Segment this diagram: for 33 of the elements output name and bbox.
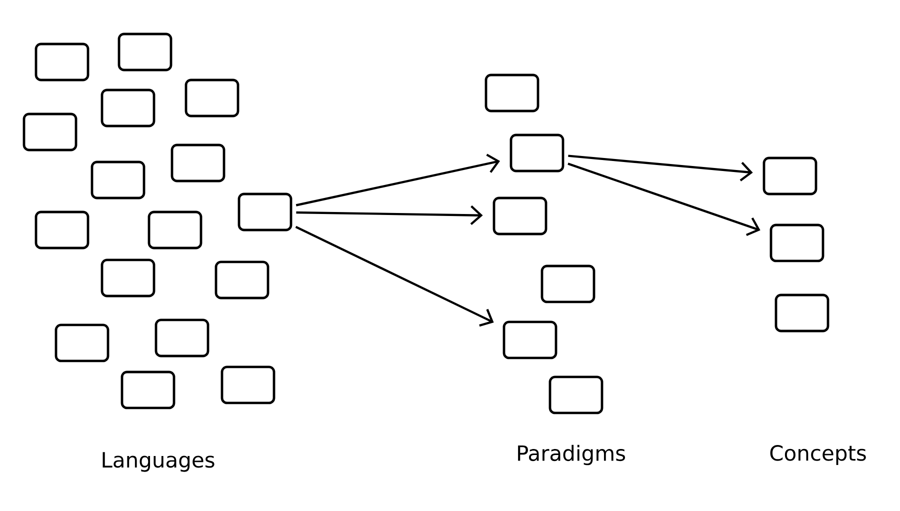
empty-box — [484, 74, 540, 112]
arrow — [296, 205, 483, 226]
empty-box — [22, 112, 78, 152]
arrow — [568, 154, 753, 182]
empty-box — [118, 32, 172, 72]
empty-box — [100, 88, 156, 128]
empty-box — [170, 144, 226, 182]
arrow — [568, 162, 760, 236]
empty-box — [34, 42, 90, 82]
empty-box — [540, 264, 596, 304]
empty-box — [148, 210, 202, 250]
empty-box — [100, 258, 156, 298]
empty-box — [770, 224, 824, 262]
arrow — [295, 226, 494, 327]
empty-box — [54, 324, 110, 362]
empty-box — [34, 210, 90, 250]
empty-box — [120, 370, 176, 410]
empty-box — [502, 320, 558, 360]
group-label: Concepts — [770, 445, 866, 465]
empty-box — [214, 260, 270, 300]
empty-box — [154, 318, 210, 358]
empty-box — [774, 294, 830, 332]
group-label: Paradigms — [518, 444, 625, 466]
empty-box — [238, 192, 292, 232]
empty-box — [492, 196, 548, 236]
empty-box — [510, 134, 564, 172]
arrow — [296, 154, 500, 206]
empty-box — [762, 156, 818, 196]
empty-box — [90, 160, 146, 200]
empty-box — [184, 78, 240, 118]
group-label: Languages — [102, 452, 214, 472]
empty-box — [220, 366, 276, 404]
empty-box — [548, 376, 604, 414]
